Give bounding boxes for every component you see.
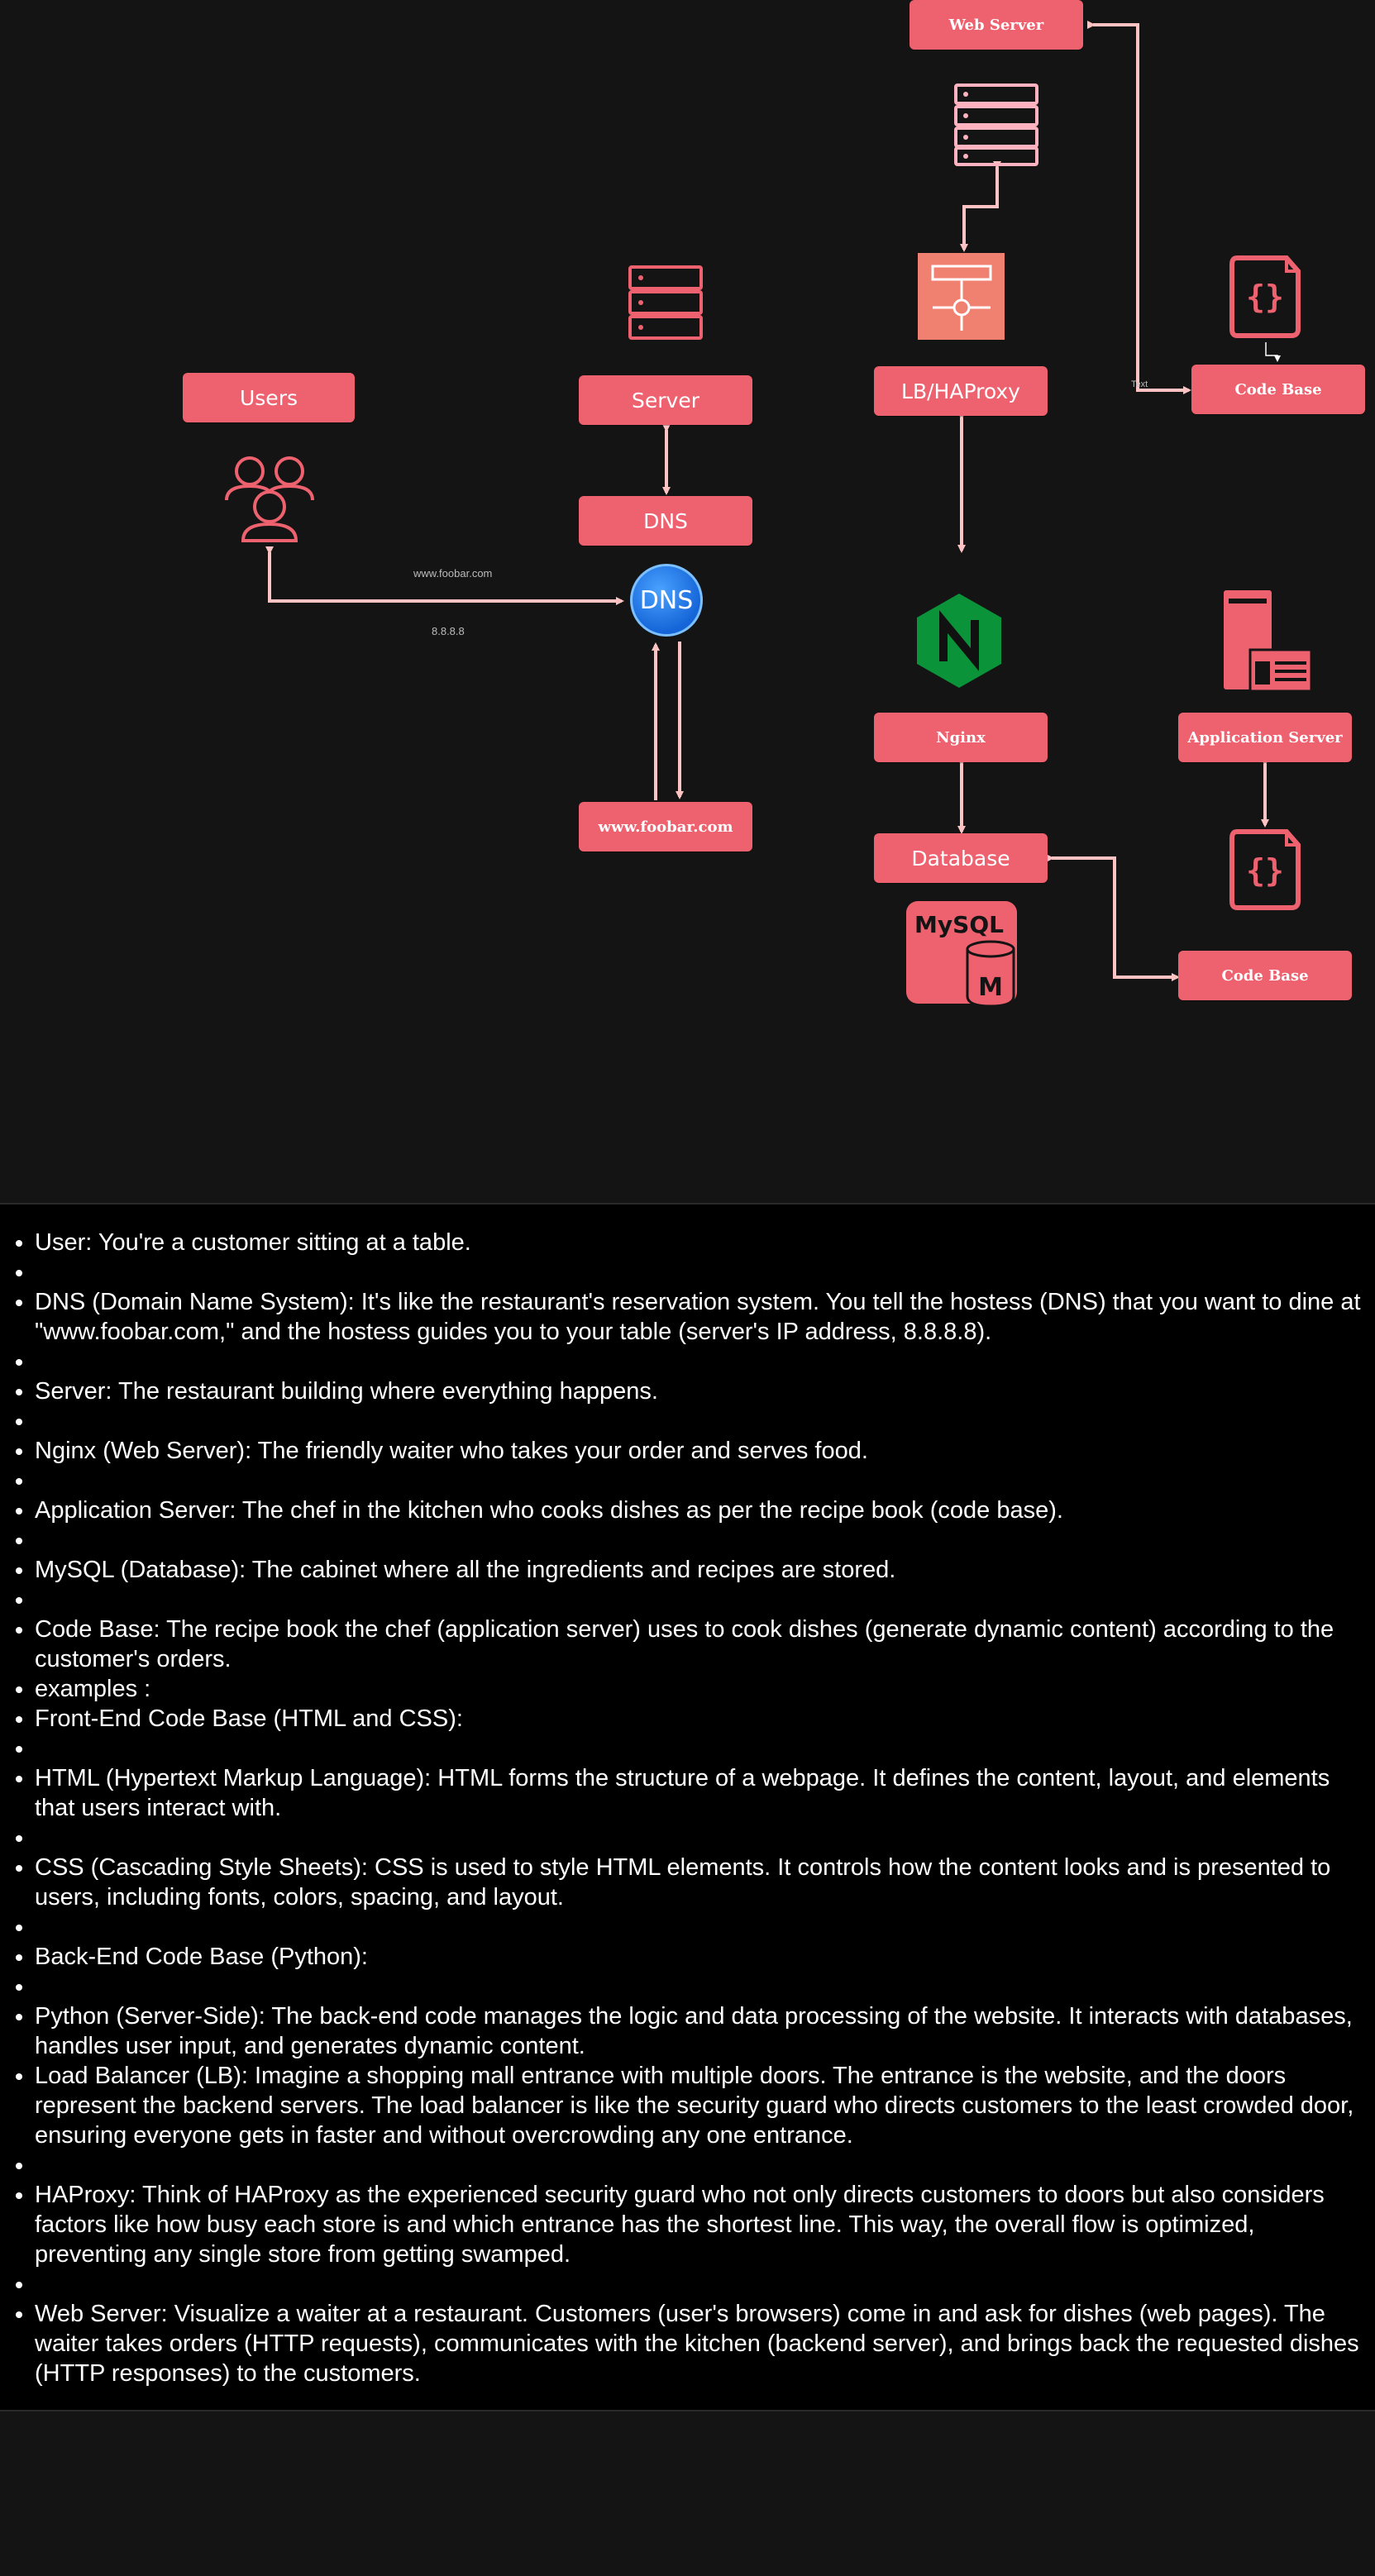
note-item-empty bbox=[35, 1406, 1375, 1436]
svg-text:{}: {} bbox=[1246, 852, 1284, 889]
load-balancer-icon bbox=[918, 253, 1005, 340]
node-nginx[interactable]: Nginx bbox=[874, 713, 1048, 762]
mysql-icon: MySQL M bbox=[906, 901, 1017, 1008]
edge-label-ip: 8.8.8.8 bbox=[432, 625, 465, 637]
note-item: HAProxy: Think of HAProxy as the experie… bbox=[35, 2180, 1375, 2269]
note-item: CSS (Cascading Style Sheets): CSS is use… bbox=[35, 1853, 1375, 1912]
note-item-empty bbox=[35, 1823, 1375, 1853]
edge-label-text: Text bbox=[1131, 379, 1148, 389]
note-item: Application Server: The chef in the kitc… bbox=[35, 1496, 1375, 1525]
diagram-connectors: {} {} bbox=[225, 21, 1313, 1008]
note-item: Web Server: Visualize a waiter at a rest… bbox=[35, 2299, 1375, 2388]
edge-webserver-codebase bbox=[1087, 21, 1191, 394]
note-item-empty bbox=[35, 1525, 1375, 1555]
code-file-icon: {} bbox=[1229, 255, 1301, 338]
dns-globe-icon[interactable]: DNS bbox=[630, 564, 703, 637]
users-icon bbox=[225, 456, 314, 542]
note-item-empty bbox=[35, 1466, 1375, 1496]
node-application-server[interactable]: Application Server bbox=[1178, 713, 1352, 762]
note-item-empty bbox=[35, 1585, 1375, 1615]
node-dns[interactable]: DNS bbox=[579, 496, 752, 546]
code-file-icon: {} bbox=[1229, 829, 1301, 910]
note-item: User: You're a customer sitting at a tab… bbox=[35, 1228, 1375, 1257]
node-lb-haproxy[interactable]: LB/HAProxy bbox=[874, 366, 1048, 416]
svg-text:{}: {} bbox=[1246, 279, 1284, 315]
nginx-icon bbox=[917, 594, 1001, 688]
architecture-diagram: {} {} bbox=[0, 0, 1375, 1203]
note-item-empty bbox=[35, 1734, 1375, 1763]
node-users[interactable]: Users bbox=[183, 373, 355, 422]
edge-database-codebase bbox=[1046, 854, 1180, 981]
note-item: MySQL (Database): The cabinet where all … bbox=[35, 1555, 1375, 1585]
note-item: Python (Server-Side): The back-end code … bbox=[35, 2001, 1375, 2061]
note-item: Back-End Code Base (Python): bbox=[35, 1942, 1375, 1972]
note-item: examples : bbox=[35, 1674, 1375, 1704]
note-item-empty bbox=[35, 1257, 1375, 1287]
note-item-empty bbox=[35, 2269, 1375, 2299]
dns-globe-label: DNS bbox=[639, 585, 694, 615]
node-code-base-bottom[interactable]: Code Base bbox=[1178, 951, 1352, 1000]
note-item-empty bbox=[35, 2150, 1375, 2180]
note-item: Nginx (Web Server): The friendly waiter … bbox=[35, 1436, 1375, 1466]
mysql-m-text: M bbox=[978, 973, 1003, 1002]
note-item: Load Balancer (LB): Imagine a shopping m… bbox=[35, 2061, 1375, 2150]
note-item-empty bbox=[35, 1972, 1375, 2001]
node-server[interactable]: Server bbox=[579, 375, 752, 425]
note-item: HTML (Hypertext Markup Language): HTML f… bbox=[35, 1763, 1375, 1823]
edge-users-dns bbox=[265, 546, 624, 605]
note-item-empty bbox=[35, 1347, 1375, 1376]
node-database[interactable]: Database bbox=[874, 833, 1048, 883]
edge-codefile-codebase bbox=[1265, 342, 1281, 362]
note-item: DNS (Domain Name System): It's like the … bbox=[35, 1287, 1375, 1347]
server-rack-icon bbox=[628, 265, 703, 340]
notes-panel: User: You're a customer sitting at a tab… bbox=[0, 1203, 1375, 2411]
node-web-server[interactable]: Web Server bbox=[910, 0, 1083, 50]
edge-label-domain: www.foobar.com bbox=[413, 567, 493, 580]
note-item: Code Base: The recipe book the chef (app… bbox=[35, 1615, 1375, 1674]
notes-list: User: You're a customer sitting at a tab… bbox=[0, 1205, 1375, 2388]
server-rack-icon bbox=[954, 83, 1038, 166]
node-code-base-top[interactable]: Code Base bbox=[1191, 365, 1365, 414]
note-item: Front-End Code Base (HTML and CSS): bbox=[35, 1704, 1375, 1734]
note-item: Server: The restaurant building where ev… bbox=[35, 1376, 1375, 1406]
application-server-icon bbox=[1224, 590, 1313, 693]
edge-rack-lb bbox=[960, 161, 1001, 252]
node-www-foobar[interactable]: www.foobar.com bbox=[579, 802, 752, 852]
mysql-logo-text: MySQL bbox=[914, 911, 1004, 938]
note-item-empty bbox=[35, 1912, 1375, 1942]
